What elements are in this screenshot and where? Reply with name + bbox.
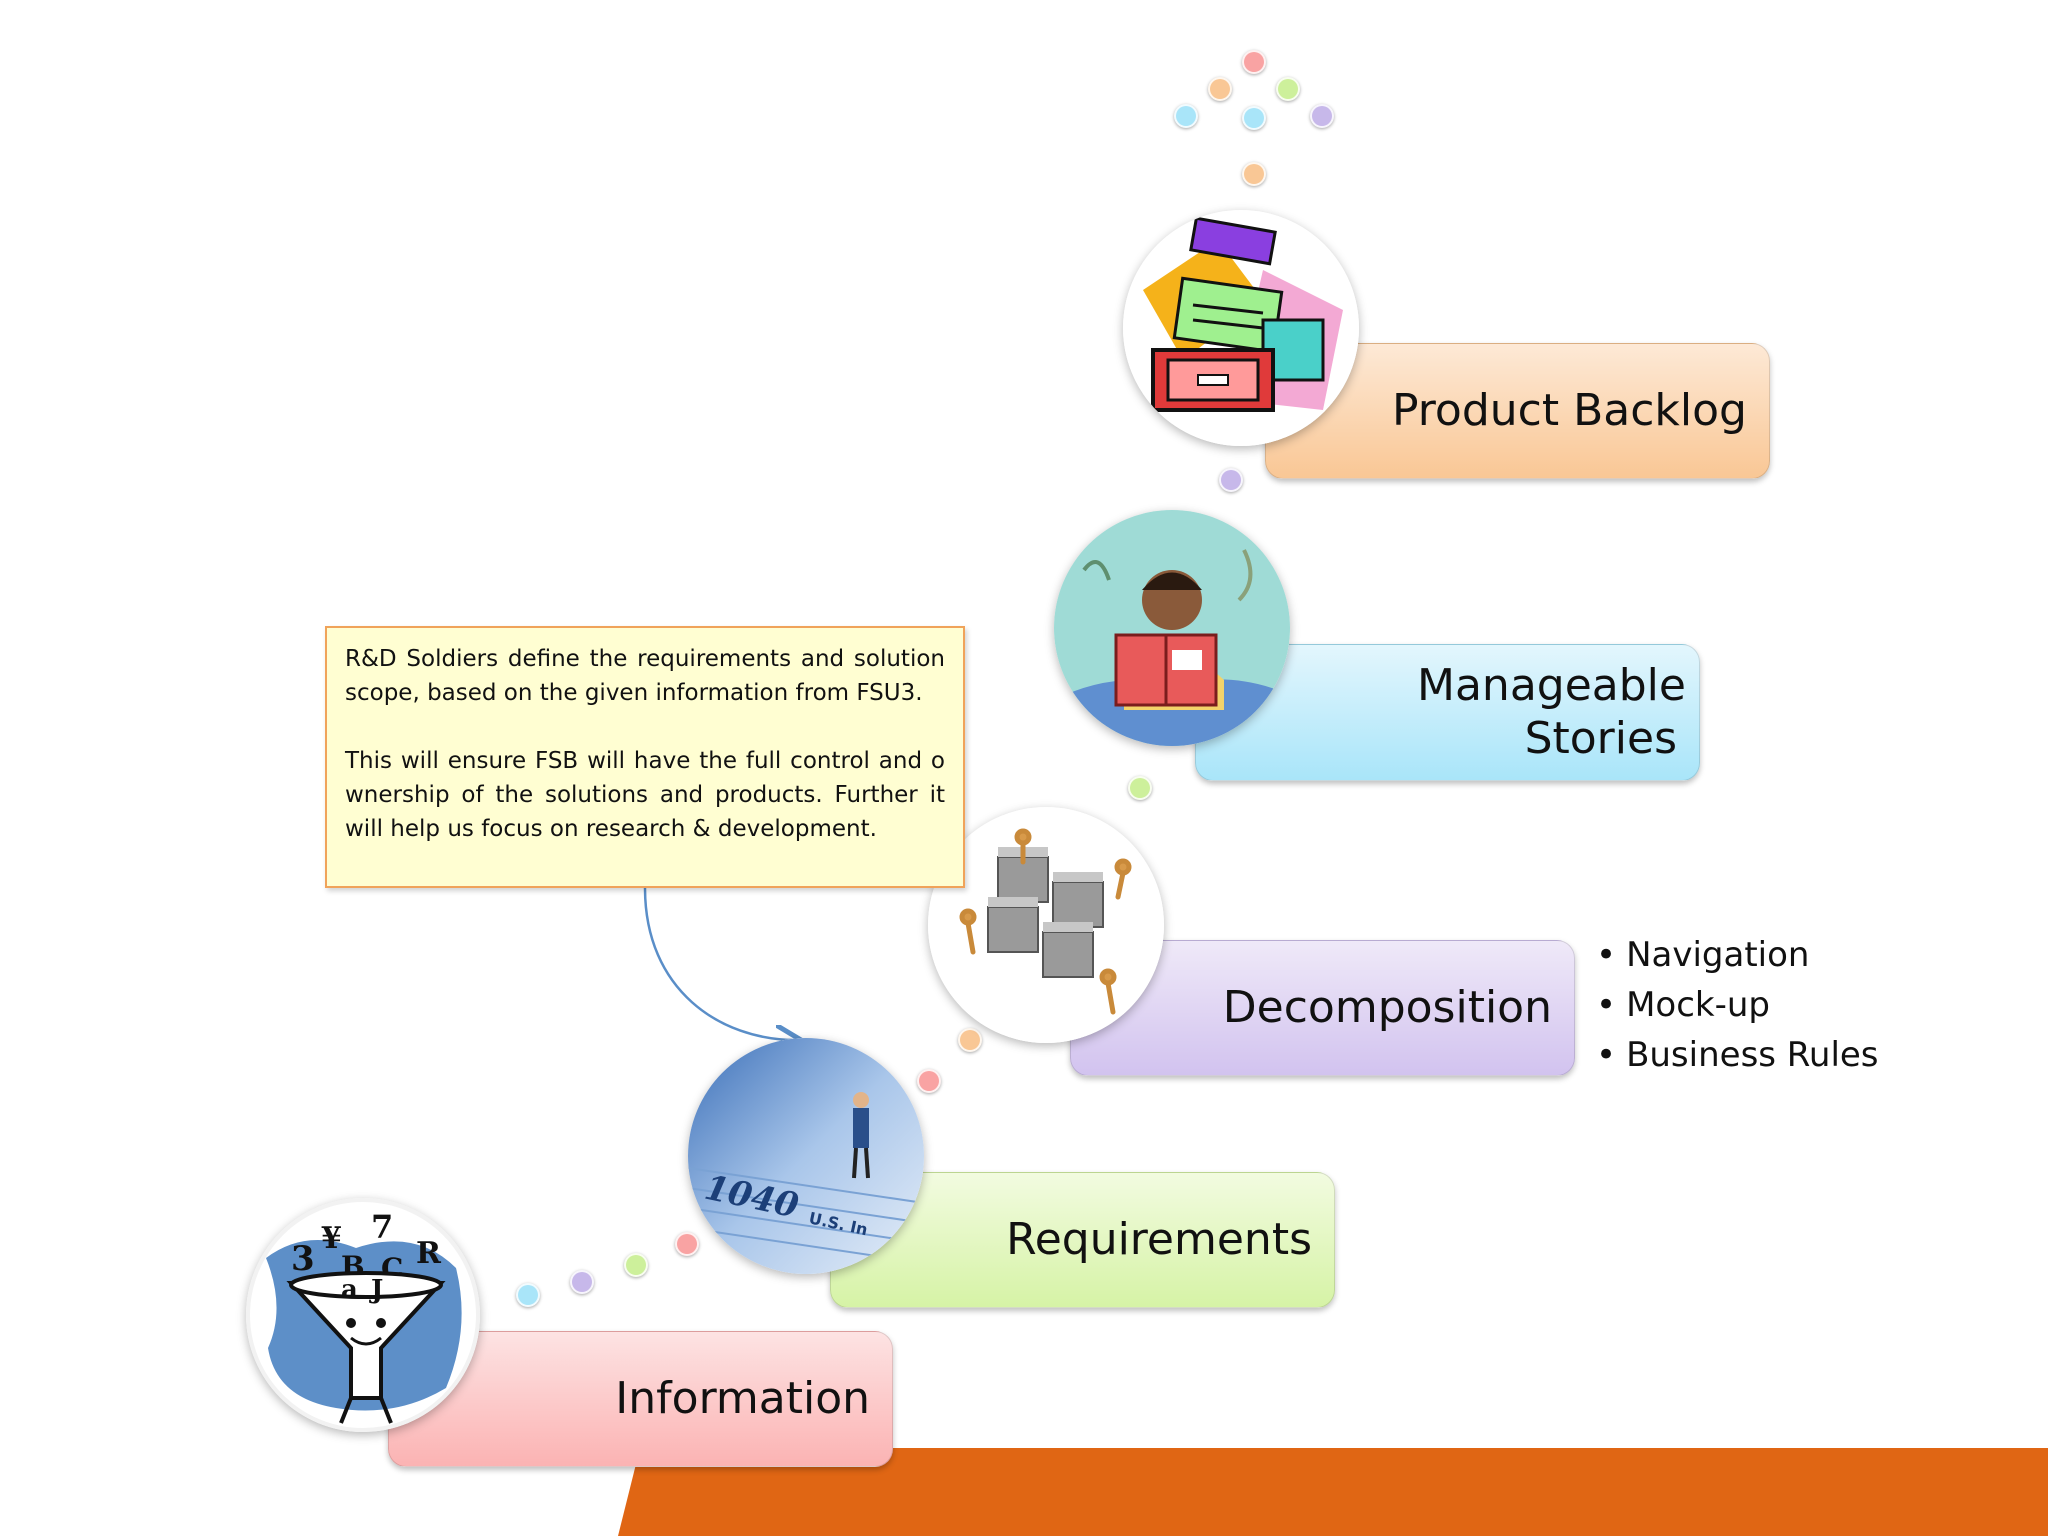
dot xyxy=(675,1232,699,1256)
list-item: Mock-up xyxy=(1596,980,1879,1030)
stage-label: Information xyxy=(615,1372,870,1424)
dot xyxy=(1242,106,1266,130)
svg-text:¥: ¥ xyxy=(321,1221,342,1256)
stories-illustration xyxy=(1054,510,1290,746)
dot xyxy=(1242,162,1266,186)
dot xyxy=(1174,104,1198,128)
callout-box: R&D Soldiers define the requirements and… xyxy=(325,626,965,888)
information-illustration: 3 ¥ 7 R B C a J xyxy=(246,1198,480,1432)
callout-paragraph-1: R&D Soldiers define the requirements and… xyxy=(345,646,945,706)
reading-person-icon xyxy=(1054,510,1290,746)
dot xyxy=(958,1028,982,1052)
tax-form-figure-icon: 1040 U.S. In xyxy=(688,1038,924,1274)
svg-text:J: J xyxy=(369,1275,383,1305)
svg-text:7: 7 xyxy=(371,1208,393,1246)
stage-label: Requirements xyxy=(1006,1213,1312,1265)
svg-text:3: 3 xyxy=(291,1239,315,1279)
dot xyxy=(1208,77,1232,101)
requirements-illustration: 1040 U.S. In xyxy=(688,1038,924,1274)
callout-paragraph-2: This will ensure FSB will have the full … xyxy=(345,748,945,842)
dot xyxy=(570,1270,594,1294)
dot xyxy=(917,1069,941,1093)
puzzle-figures-icon xyxy=(928,807,1164,1043)
decomposition-list: Navigation Mock-up Business Rules xyxy=(1596,930,1879,1080)
card-file-icon xyxy=(1123,210,1359,446)
dot xyxy=(1128,776,1152,800)
stage-label: Manageable Stories xyxy=(1417,659,1686,764)
stage-label: Decomposition xyxy=(1222,981,1552,1033)
funnel-letters-icon: 3 ¥ 7 R B C a J xyxy=(266,1208,462,1424)
decomposition-illustration xyxy=(928,807,1164,1043)
dot xyxy=(1219,468,1243,492)
stage-information: Information xyxy=(388,1331,893,1467)
svg-text:R: R xyxy=(416,1236,442,1271)
list-item: Business Rules xyxy=(1596,1030,1878,1080)
stage-label: Product Backlog xyxy=(1392,384,1747,436)
backlog-illustration xyxy=(1123,210,1359,446)
dot xyxy=(1276,77,1300,101)
dot xyxy=(624,1253,648,1277)
svg-text:a: a xyxy=(341,1275,358,1305)
list-item: Navigation xyxy=(1596,930,1879,980)
dot xyxy=(1310,104,1334,128)
dot xyxy=(1242,50,1266,74)
dot xyxy=(516,1283,540,1307)
